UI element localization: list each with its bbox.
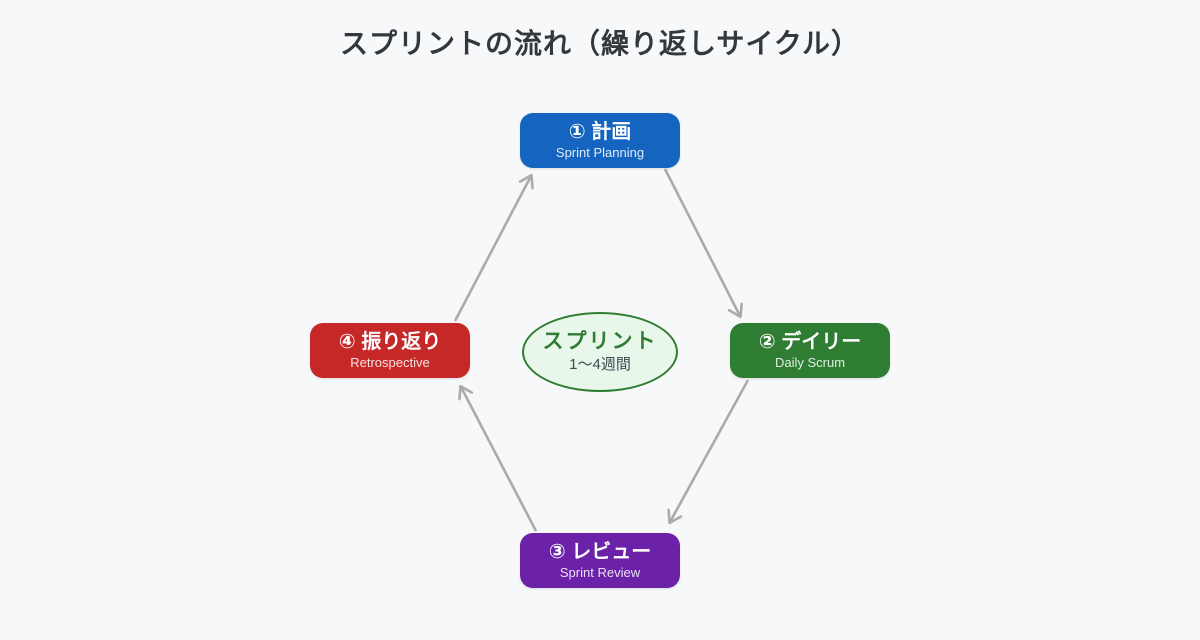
node-sprint-planning: ① 計画 Sprint Planning bbox=[520, 113, 680, 168]
node-sublabel: Sprint Review bbox=[559, 564, 641, 580]
ellipse-sublabel: 1〜4週間 bbox=[569, 356, 631, 374]
node-retrospective: ④ 振り返り Retrospective bbox=[310, 323, 470, 378]
node-label: ③ レビュー bbox=[548, 540, 652, 563]
diagram-title: スプリントの流れ（繰り返しサイクル） bbox=[339, 28, 861, 59]
sprint-duration-ellipse: スプリント 1〜4週間 bbox=[522, 312, 678, 392]
arrow-review-to-retrospective bbox=[458, 384, 538, 532]
node-daily-scrum: ② デイリー Daily Scrum bbox=[730, 323, 890, 378]
node-label: ② デイリー bbox=[758, 330, 862, 353]
arrow-daily-to-review bbox=[667, 379, 750, 525]
node-sublabel: Retrospective bbox=[350, 354, 430, 370]
arrow-retrospective-to-planning bbox=[453, 173, 534, 322]
node-label: ④ 振り返り bbox=[338, 330, 442, 353]
node-label: ① 計画 bbox=[568, 120, 632, 143]
node-sublabel: Daily Scrum bbox=[774, 354, 846, 370]
ellipse-label: スプリント bbox=[542, 330, 658, 354]
node-sprint-review: ③ レビュー Sprint Review bbox=[520, 533, 680, 588]
node-sublabel: Sprint Planning bbox=[555, 144, 645, 160]
arrow-planning-to-daily bbox=[663, 168, 743, 319]
